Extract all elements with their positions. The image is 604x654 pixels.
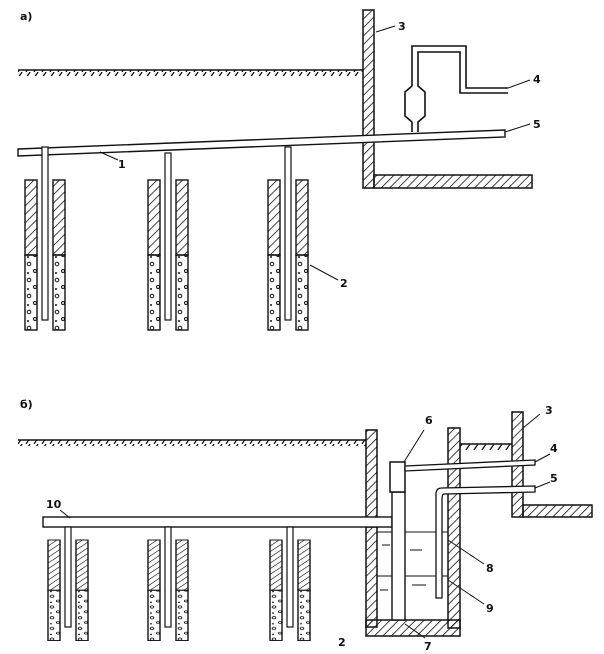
wells-a bbox=[24, 146, 309, 331]
pipe-4 bbox=[404, 459, 536, 472]
figure-a: а) 3 4 5 1 2 bbox=[17, 9, 541, 331]
callout-4b: 4 bbox=[550, 442, 558, 455]
callout-5: 5 bbox=[533, 118, 541, 131]
sump-chamber bbox=[365, 427, 461, 637]
callout-10: 10 bbox=[46, 498, 62, 511]
collector-pipe bbox=[17, 129, 506, 157]
leaders-b bbox=[59, 413, 551, 639]
figure-b: б) bbox=[18, 398, 593, 653]
callout-2: 2 bbox=[340, 277, 348, 290]
callout-8: 8 bbox=[486, 562, 494, 575]
callout-4: 4 bbox=[533, 73, 541, 86]
vessel-6 bbox=[389, 461, 406, 493]
vacuum-vessel bbox=[404, 45, 508, 132]
callout-6: 6 bbox=[425, 414, 433, 427]
callout-1: 1 bbox=[118, 158, 126, 171]
riser-pipe bbox=[391, 491, 406, 621]
leaders-a bbox=[99, 25, 531, 281]
callout-9: 9 bbox=[486, 602, 494, 615]
figure-b-label: б) bbox=[20, 398, 33, 411]
ground-surface bbox=[18, 69, 363, 76]
callout-2b: 2 bbox=[338, 636, 346, 649]
callout-7: 7 bbox=[424, 640, 432, 653]
callout-5b: 5 bbox=[550, 472, 558, 485]
callout-3b: 3 bbox=[545, 404, 553, 417]
figure-a-label: а) bbox=[20, 10, 32, 23]
pipe-5 bbox=[435, 485, 536, 599]
wells-b bbox=[47, 526, 311, 642]
ground-surface-b bbox=[18, 439, 512, 450]
wall bbox=[362, 9, 533, 189]
callout-3: 3 bbox=[398, 20, 406, 33]
collector-pipe-b bbox=[42, 516, 393, 528]
